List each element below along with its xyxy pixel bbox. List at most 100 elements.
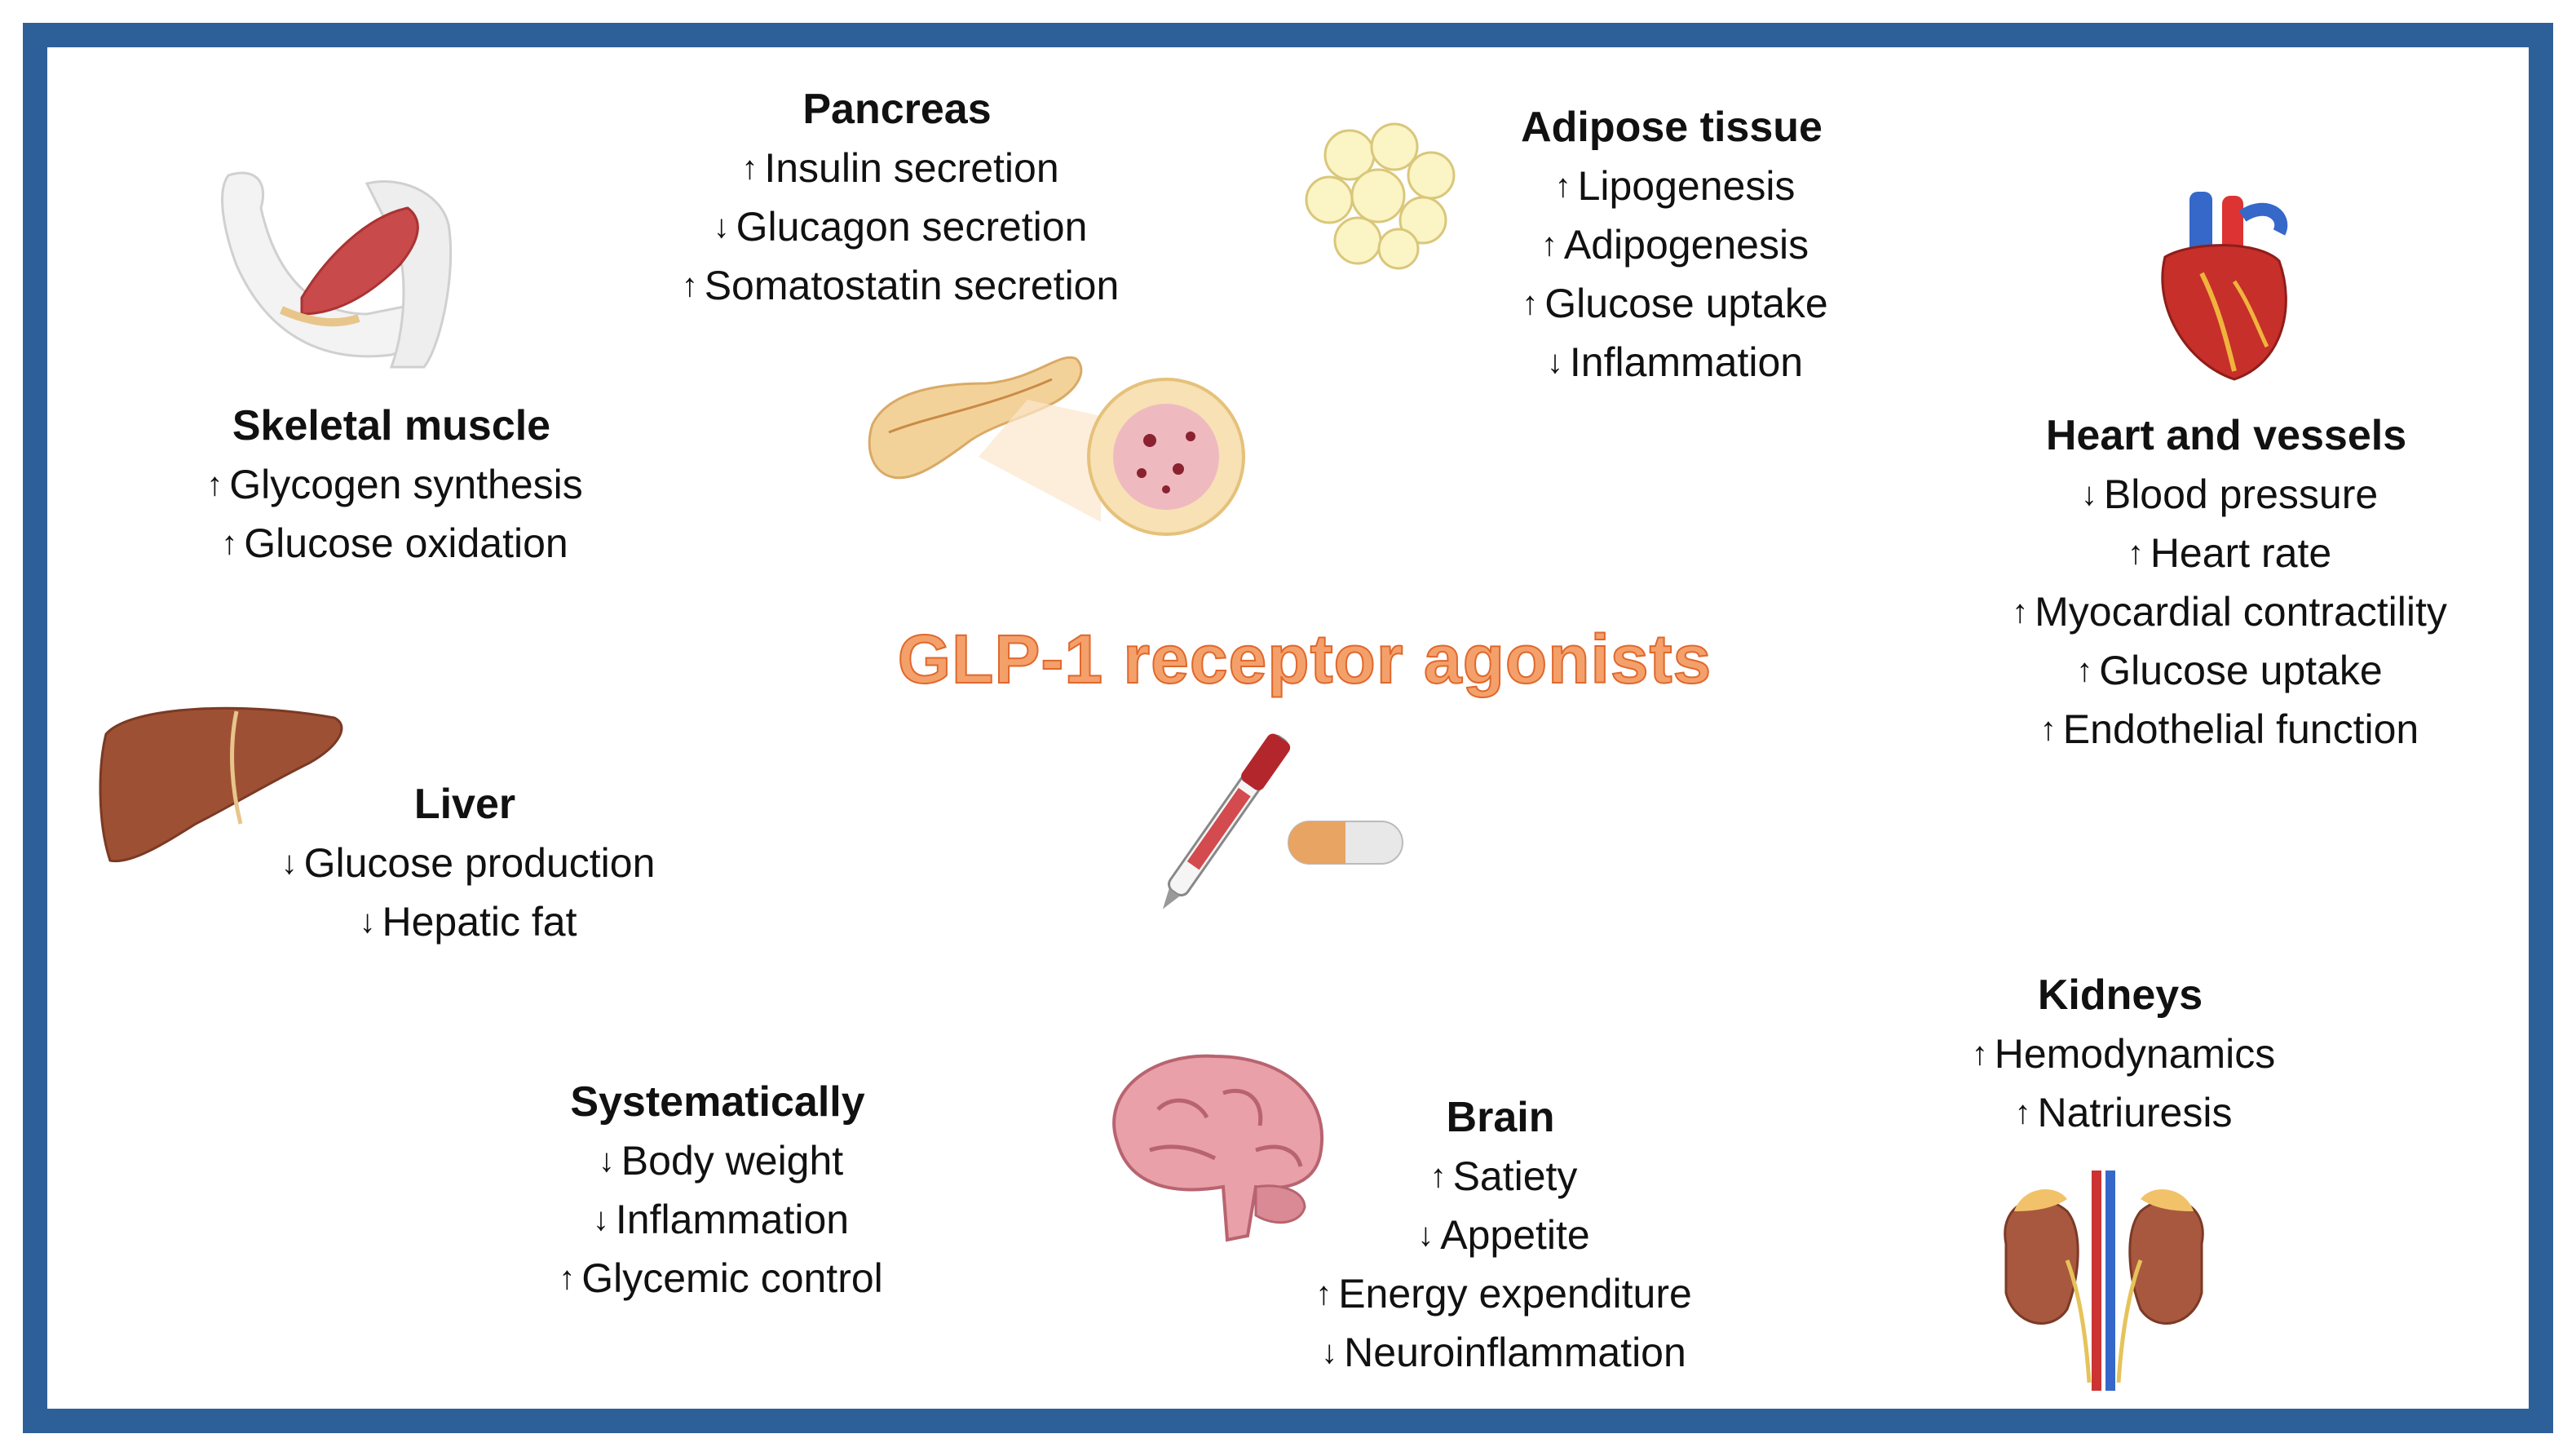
effect-line: ↑Hemodynamics — [1876, 1025, 2365, 1083]
kidneys-title: Kidneys — [2037, 971, 2203, 1019]
effect-text: Glycogen synthesis — [229, 462, 583, 507]
effect-text: Somatostatin secretion — [704, 263, 1120, 308]
effect-text: Inflammation — [1569, 339, 1804, 385]
effect-text: Endothelial function — [2062, 706, 2419, 752]
effect-text: Glucose uptake — [1544, 281, 1828, 326]
effect-line: ↑Natriuresis — [1876, 1083, 2365, 1142]
effect-line: ↑Somatostatin secretion — [571, 256, 1223, 315]
effect-line: ↑Endothelial function — [1941, 700, 2512, 759]
direction-arrow-icon: ↓ — [2080, 476, 2097, 512]
effect-text: Natriuresis — [2037, 1090, 2233, 1135]
direction-arrow-icon: ↓ — [1321, 1334, 1338, 1370]
direction-arrow-icon: ↓ — [359, 904, 376, 940]
kidneys-block: Kidneys↑Hemodynamics↑Natriuresis — [1876, 966, 2365, 1142]
effect-text: Hepatic fat — [382, 899, 577, 945]
effect-line: ↑Myocardial contractility — [1941, 582, 2512, 641]
liver-block: Liver↓Glucose production↓Hepatic fat — [220, 775, 709, 951]
heart-title: Heart and vessels — [2045, 412, 2407, 459]
effect-line: ↓Body weight — [473, 1131, 962, 1190]
direction-arrow-icon: ↓ — [598, 1143, 615, 1179]
effect-text: Glucagon secretion — [736, 204, 1088, 250]
direction-arrow-icon: ↑ — [1429, 1158, 1447, 1194]
systemic-title: Systematically — [570, 1078, 865, 1126]
direction-arrow-icon: ↑ — [1315, 1276, 1332, 1312]
effect-line: ↑Glucose uptake — [1427, 274, 1916, 333]
effect-line: ↓Inflammation — [473, 1190, 962, 1249]
effect-line: ↓Glucose production — [220, 834, 709, 892]
effect-text: Satiety — [1452, 1153, 1578, 1199]
effect-text: Glucose uptake — [2099, 648, 2383, 693]
effect-line: ↓Inflammation — [1427, 333, 1916, 392]
heart-and-vessels-block: Heart and vessels↓Blood pressure↑Heart r… — [1941, 406, 2512, 759]
brain-block: Brain↑Satiety↓Appetite↑Energy expenditur… — [1248, 1088, 1753, 1382]
effect-line: ↓Neuroinflammation — [1248, 1323, 1753, 1382]
effect-line: ↑Glucose uptake — [1941, 641, 2512, 700]
effect-text: Neuroinflammation — [1344, 1330, 1686, 1375]
direction-arrow-icon: ↓ — [1546, 344, 1563, 380]
arm-muscle-icon — [221, 171, 453, 369]
direction-arrow-icon: ↑ — [2012, 594, 2029, 630]
heart-icon — [2161, 192, 2288, 381]
effect-line: ↑Glucose oxidation — [106, 514, 677, 573]
skeletal-muscle-title: Skeletal muscle — [232, 402, 551, 449]
direction-arrow-icon: ↑ — [1522, 285, 1539, 321]
effect-text: Energy expenditure — [1338, 1271, 1692, 1317]
pancreas-title: Pancreas — [802, 86, 992, 133]
pen-and-pill-icon — [1162, 733, 1403, 909]
direction-arrow-icon: ↑ — [2076, 653, 2093, 688]
liver-icon — [99, 706, 343, 863]
direction-arrow-icon: ↑ — [1540, 227, 1558, 263]
adipose-tissue-block: Adipose tissue↑Lipogenesis↑Adipogenesis↑… — [1427, 98, 1916, 392]
effect-text: Glucose production — [303, 840, 656, 886]
direction-arrow-icon: ↓ — [713, 209, 730, 245]
effect-line: ↑Insulin secretion — [571, 139, 1223, 197]
direction-arrow-icon: ↑ — [741, 150, 758, 186]
direction-arrow-icon: ↑ — [681, 268, 698, 303]
direction-arrow-icon: ↑ — [1554, 168, 1571, 204]
effect-text: Body weight — [621, 1138, 844, 1184]
effect-line: ↑Lipogenesis — [1427, 157, 1916, 215]
effect-line: ↓Blood pressure — [1941, 465, 2512, 524]
direction-arrow-icon: ↓ — [1417, 1217, 1434, 1253]
effect-line: ↑Satiety — [1248, 1147, 1753, 1206]
direction-arrow-icon: ↑ — [221, 525, 238, 561]
effect-line: ↑Adipogenesis — [1427, 215, 1916, 274]
direction-arrow-icon: ↑ — [206, 467, 223, 502]
effect-text: Blood pressure — [2103, 471, 2379, 517]
direction-arrow-icon: ↑ — [2014, 1095, 2031, 1131]
effect-line: ↓Hepatic fat — [220, 892, 709, 951]
effect-text: Glycemic control — [581, 1255, 883, 1301]
effect-line: ↑Glycogen synthesis — [106, 455, 677, 514]
pancreas-icon — [868, 356, 1245, 536]
brain-title: Brain — [1446, 1094, 1555, 1141]
fat-cells-icon — [1305, 122, 1456, 270]
kidneys-icon — [2004, 1171, 2204, 1391]
effect-line: ↑Heart rate — [1941, 524, 2512, 582]
direction-arrow-icon: ↑ — [2127, 535, 2144, 571]
effect-text: Lipogenesis — [1577, 163, 1796, 209]
effect-text: Adipogenesis — [1563, 222, 1809, 268]
center-title: GLP-1 receptor agonists — [897, 620, 1712, 698]
effect-text: Hemodynamics — [1994, 1031, 2276, 1077]
effect-line: ↑Glycemic control — [473, 1249, 962, 1308]
pancreas-block: Pancreas↑Insulin secretion↓Glucagon secr… — [571, 80, 1223, 315]
effect-text: Appetite — [1440, 1212, 1590, 1258]
liver-title: Liver — [413, 781, 516, 828]
direction-arrow-icon: ↓ — [281, 845, 298, 881]
direction-arrow-icon: ↑ — [559, 1260, 576, 1296]
effect-line: ↑Energy expenditure — [1248, 1264, 1753, 1323]
systematically-block: Systematically↓Body weight↓Inflammation↑… — [473, 1073, 962, 1308]
effect-line: ↓Glucagon secretion — [571, 197, 1223, 256]
effect-text: Insulin secretion — [764, 145, 1059, 191]
effect-text: Inflammation — [615, 1197, 850, 1242]
direction-arrow-icon: ↑ — [1971, 1036, 1988, 1072]
effect-line: ↓Appetite — [1248, 1206, 1753, 1264]
direction-arrow-icon: ↓ — [592, 1202, 609, 1237]
direction-arrow-icon: ↑ — [2039, 711, 2057, 747]
brain-icon — [1112, 1054, 1324, 1242]
adipose-title: Adipose tissue — [1521, 104, 1823, 151]
effect-text: Glucose oxidation — [244, 520, 568, 566]
effect-text: Myocardial contractility — [2035, 589, 2447, 635]
effect-text: Heart rate — [2150, 530, 2332, 576]
skeletal-muscle-block: Skeletal muscle↑Glycogen synthesis↑Gluco… — [106, 396, 677, 573]
